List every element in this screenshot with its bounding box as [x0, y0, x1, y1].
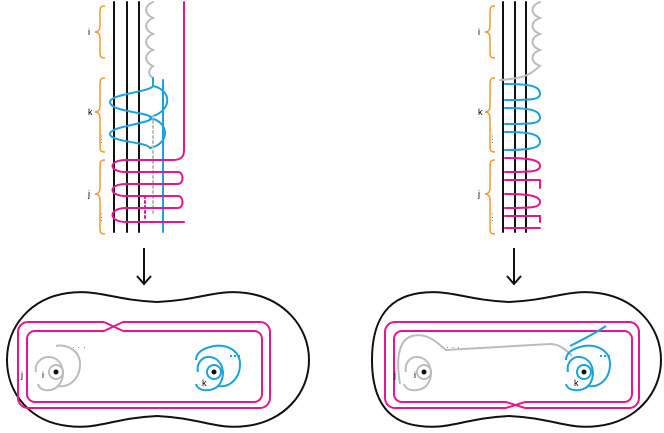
blue-strand-loop: [152, 85, 169, 117]
left-braid: [108, 1, 185, 233]
surface-label-k: k: [202, 378, 207, 388]
label-k: k: [88, 107, 93, 117]
ellipsis: ⋮: [97, 134, 106, 144]
surface-label-i: i: [42, 370, 44, 380]
ellipsis: ⋮: [488, 212, 497, 222]
surface-outline: [370, 291, 663, 428]
ellipsis: ⋮: [97, 212, 106, 222]
surface-curves: [384, 321, 640, 412]
brace-j: [484, 159, 496, 235]
magenta-loop-outer: [17, 321, 271, 409]
gray-spiral: [34, 344, 82, 392]
brace-k: [484, 77, 496, 153]
brace-j: [94, 159, 106, 235]
left-panel: i k j ⋮ ⋮ · · · j i: [5, 1, 311, 428]
surface-curves: [17, 318, 271, 409]
blue-spiral: [565, 325, 612, 392]
magenta-strand: [111, 1, 185, 223]
right-panel: i k j ⋮ ⋮ · · · j i k: [370, 1, 663, 428]
gray-dots: · · ·: [446, 342, 460, 352]
magenta-cross: [103, 321, 124, 332]
brace-k: [94, 77, 106, 153]
left-braces: [94, 5, 106, 235]
magenta-cross: [505, 401, 526, 409]
label-j: j: [87, 189, 90, 199]
down-arrow: [136, 248, 152, 286]
gray-dots: · · ·: [72, 342, 86, 352]
magenta-strand: [504, 157, 542, 229]
gray-connector: [397, 334, 573, 385]
label-i: i: [88, 27, 90, 37]
blue-strand: [504, 83, 542, 151]
surface-label-i: i: [414, 370, 416, 380]
blue-strand-loop: [149, 117, 166, 149]
brace-i: [94, 5, 106, 59]
brace-i: [484, 5, 496, 59]
magenta-loop-inner: [26, 330, 263, 403]
gray-strand: [499, 1, 543, 81]
down-arrow: [506, 248, 522, 286]
ellipsis: ⋮: [488, 134, 497, 144]
surface-label-j: j: [393, 370, 396, 380]
right-braid: [499, 1, 543, 233]
surface-outline: [5, 291, 311, 428]
label-j: j: [477, 189, 480, 199]
right-braces: [484, 5, 496, 235]
label-k: k: [478, 107, 483, 117]
blue-spiral: [195, 344, 242, 392]
label-i: i: [478, 27, 480, 37]
surface-label-k: k: [574, 378, 579, 388]
gray-strand: [145, 1, 156, 79]
surface-label-j: j: [20, 370, 23, 380]
